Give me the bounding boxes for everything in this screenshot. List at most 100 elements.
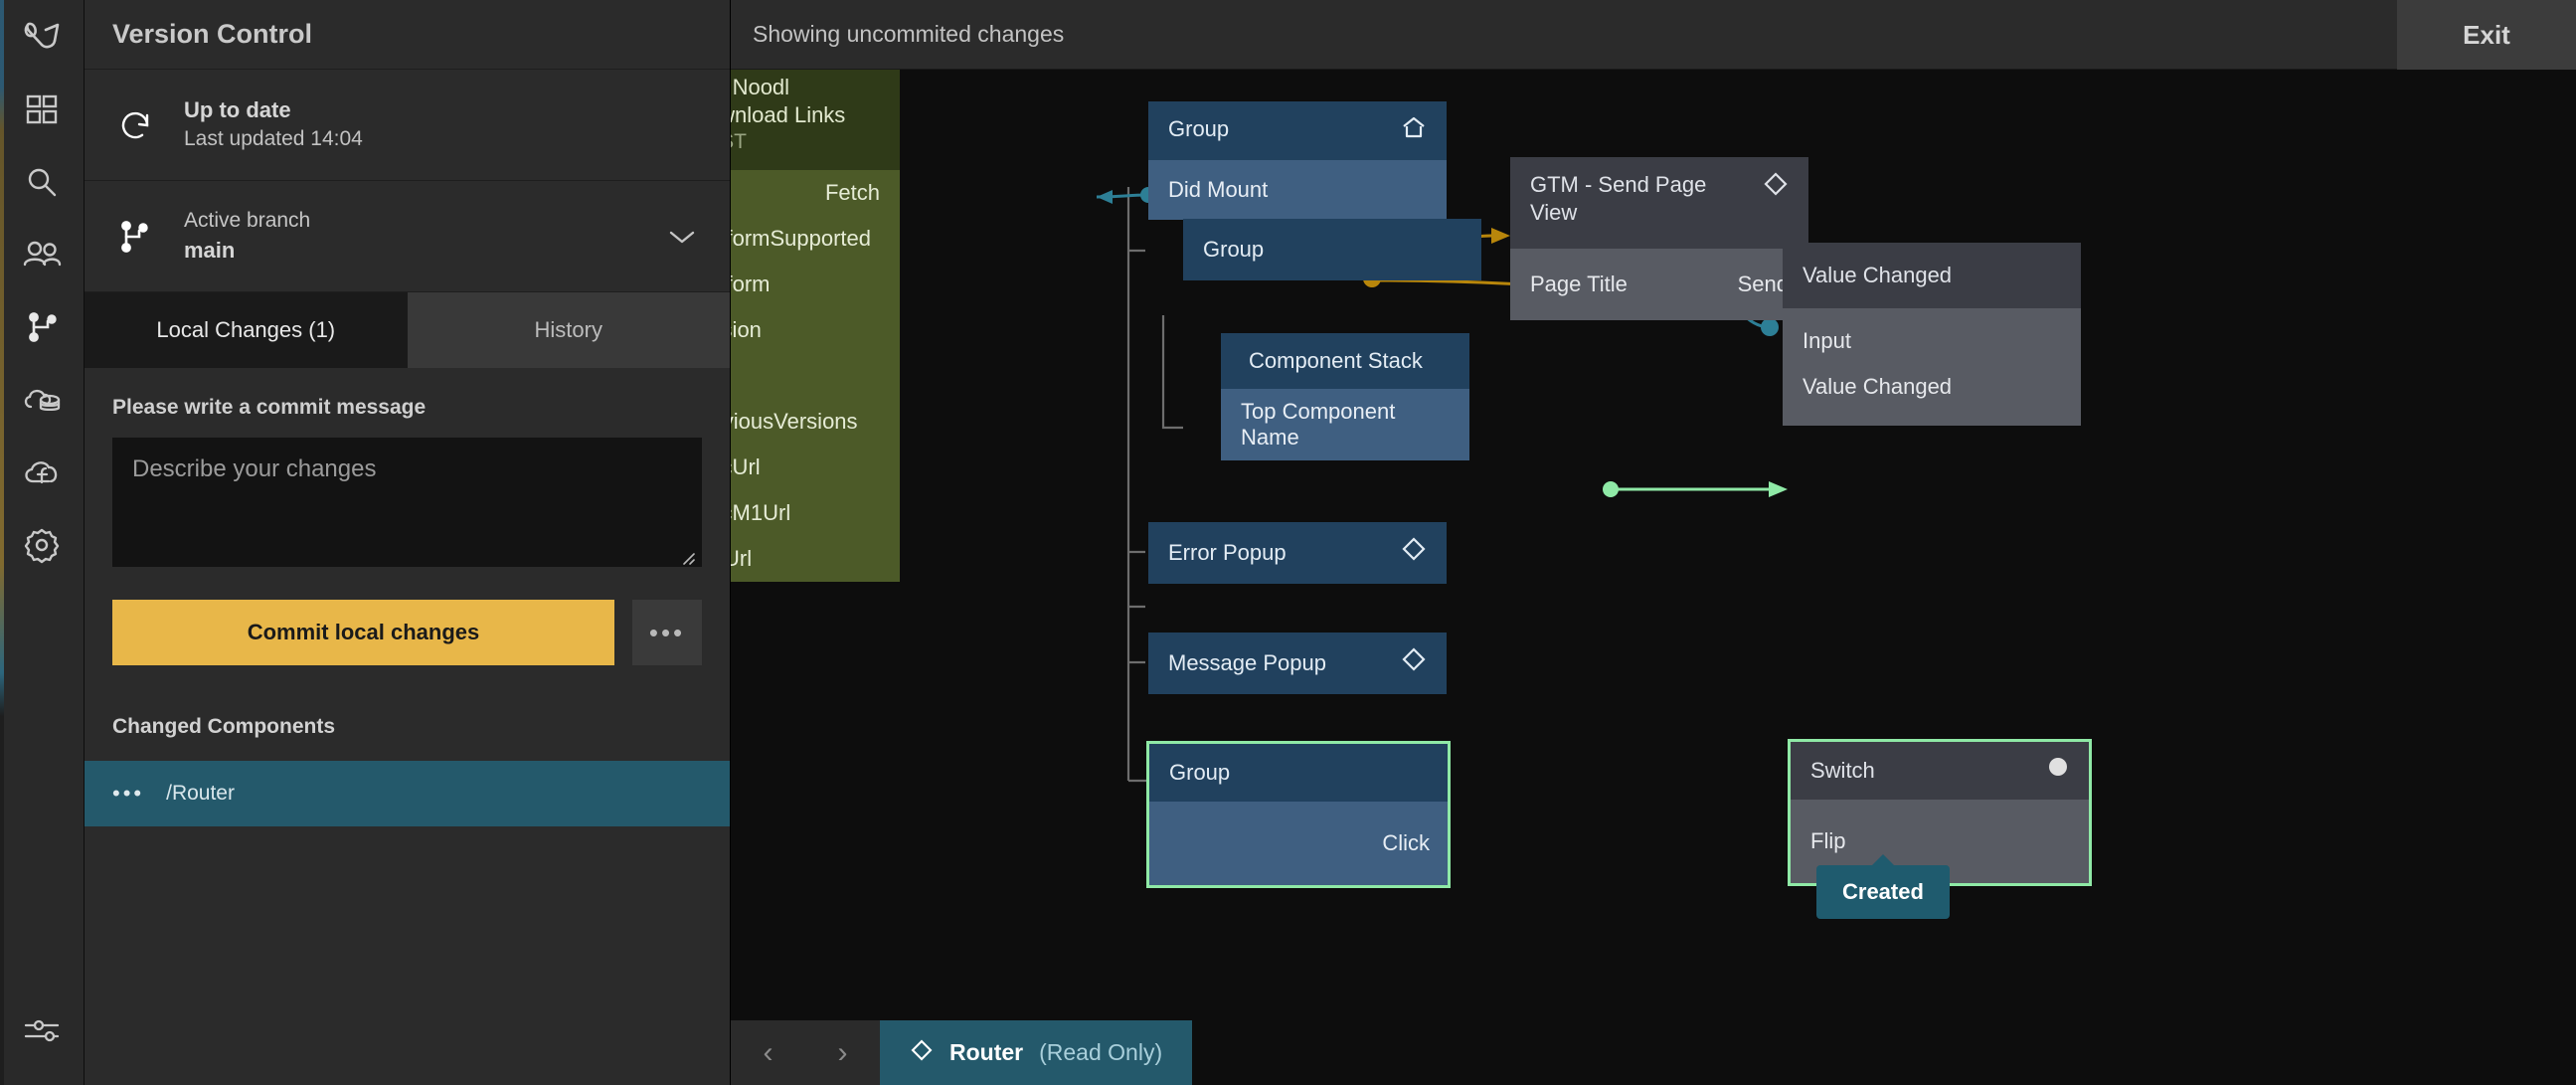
port-version[interactable]: version: [731, 317, 762, 343]
port-send[interactable]: Send: [1737, 271, 1789, 296]
active-branch-row[interactable]: Active branch main: [85, 181, 730, 292]
port-click[interactable]: Click: [1382, 830, 1430, 855]
node-group-click[interactable]: Group Click: [1146, 741, 1451, 888]
tab-history[interactable]: History: [407, 292, 730, 368]
panel-title: Version Control: [85, 0, 730, 70]
noodl-logo-icon[interactable]: [0, 0, 85, 73]
node-gtm-title: GTM - Send Page View: [1530, 172, 1707, 226]
diamond-icon: [1763, 171, 1789, 204]
diamond-icon: [1401, 536, 1427, 569]
nav-next-button[interactable]: ›: [837, 1035, 848, 1069]
node-switch[interactable]: Switch Flip: [1788, 739, 2092, 886]
rail-accent-strip: [0, 0, 4, 1085]
node-value-changed[interactable]: Value Changed Input Value Changed: [1783, 243, 2081, 426]
top-bar: Showing uncommited changes Exit: [731, 0, 2576, 70]
commit-area: Please write a commit message Commit loc…: [85, 368, 730, 693]
node-message-popup-header: Message Popup: [1148, 633, 1447, 694]
version-control-panel: Version Control Up to date Last updated …: [85, 0, 731, 1085]
port-macM1Url[interactable]: macM1Url: [731, 500, 791, 526]
commit-message-label: Please write a commit message: [112, 396, 427, 419]
node-message-popup-title: Message Popup: [1168, 649, 1326, 675]
switch-toggle-indicator-icon[interactable]: [2047, 756, 2069, 785]
node-rest-get-noodl-download-links[interactable]: Get Noodl Download Links REST Fetch plat…: [731, 70, 900, 583]
diamond-icon: [1401, 646, 1427, 679]
breadcrumb-name: Router: [949, 1039, 1024, 1065]
icon-rail: [0, 0, 85, 1085]
node-component-stack[interactable]: Component Stack Top Component Name: [1221, 333, 1469, 461]
diamond-icon: [910, 1038, 934, 1068]
main-area: Showing uncommited changes Exit: [731, 0, 2576, 1085]
panel-tabs: Local Changes (1) History: [85, 292, 730, 368]
port-page-title[interactable]: Page Title: [1530, 271, 1628, 296]
port-platformSupported[interactable]: platformSupported: [731, 226, 871, 252]
commit-local-changes-button[interactable]: Commit local changes: [112, 600, 614, 665]
git-branch-icon[interactable]: [0, 290, 85, 363]
node-component-stack-title: Component Stack: [1249, 348, 1423, 373]
breadcrumb-router[interactable]: Router (Read Only): [880, 1020, 1193, 1085]
tab-local-changes[interactable]: Local Changes (1): [85, 292, 408, 368]
port-input[interactable]: Input: [1803, 328, 1851, 353]
node-group-root[interactable]: Group Did Mount: [1148, 101, 1447, 221]
node-gtm-ports: Page Title Send: [1510, 249, 1808, 320]
node-error-popup-header: Error Popup: [1148, 522, 1447, 584]
node-message-popup[interactable]: Message Popup: [1148, 633, 1447, 694]
sync-status-subtitle: Last updated 14:04: [184, 127, 363, 151]
sync-status-row[interactable]: Up to date Last updated 14:04: [85, 70, 730, 181]
port-macUrl[interactable]: macUrl: [731, 454, 761, 480]
node-group-click-title: Group: [1169, 759, 1231, 785]
sliders-icon[interactable]: [0, 976, 85, 1085]
port-winUrl[interactable]: winUrl: [731, 546, 753, 572]
components-grid-icon[interactable]: [0, 73, 85, 145]
node-component-stack-body: Top Component Name: [1221, 389, 1469, 461]
nav-arrows: ‹ ›: [731, 1020, 880, 1085]
chevron-down-icon[interactable]: [662, 228, 702, 246]
cloud-data-icon[interactable]: [0, 363, 85, 436]
commit-message-input[interactable]: [112, 438, 702, 567]
node-graph-canvas[interactable]: GTM Page Title (gold data) --> Value Cha…: [731, 70, 2576, 1085]
nav-prev-button[interactable]: ‹: [763, 1035, 773, 1069]
port-value-changed-out[interactable]: Value Changed: [1803, 374, 1953, 399]
badge-arrow-icon: [1871, 854, 1894, 865]
commit-more-options-button[interactable]: •••: [632, 600, 702, 665]
node-group-root-title: Group: [1168, 116, 1230, 141]
node-gtm-send-page-view[interactable]: GTM - Send Page View Page Title Send: [1510, 157, 1808, 320]
node-group-root-body: Did Mount: [1148, 160, 1447, 221]
settings-gear-icon[interactable]: [0, 508, 85, 581]
changed-components-heading: Changed Components: [112, 715, 335, 738]
port-url[interactable]: url: [731, 353, 900, 399]
exit-button[interactable]: Exit: [2397, 0, 2576, 70]
node-rest-header: Get Noodl Download Links REST: [731, 70, 900, 171]
active-branch-value: main: [184, 237, 236, 263]
node-value-changed-body: Input Value Changed: [1783, 308, 2081, 426]
node-value-changed-title: Value Changed: [1803, 262, 1953, 287]
node-error-popup[interactable]: Error Popup: [1148, 522, 1447, 584]
row-more-icon[interactable]: •••: [112, 781, 145, 806]
node-rest-body: Fetch platformSupported platform version…: [731, 170, 900, 583]
port-platform[interactable]: platform: [731, 271, 771, 297]
node-group-click-body: Click: [1149, 802, 1448, 885]
refresh-icon[interactable]: [112, 105, 158, 145]
node-group-child[interactable]: Group: [1183, 219, 1481, 280]
created-badge: Created: [1816, 854, 1950, 919]
commit-input-wrapper: [112, 438, 702, 572]
port-top-component-name[interactable]: Top Component Name: [1241, 399, 1396, 451]
changed-component-path: /Router: [166, 782, 235, 805]
cloud-functions-icon[interactable]: [0, 436, 85, 508]
git-branch-icon: [112, 217, 158, 257]
users-icon[interactable]: [0, 218, 85, 290]
home-icon: [1401, 115, 1427, 146]
node-switch-header: Switch: [1791, 742, 2089, 800]
port-fetch[interactable]: Fetch: [824, 180, 880, 206]
bottom-bar: ‹ › Router (Read Only): [731, 1020, 2576, 1085]
node-component-stack-header: Component Stack: [1221, 333, 1469, 390]
node-gtm-body: Page Title Send: [1510, 249, 1808, 320]
port-flip[interactable]: Flip: [1810, 828, 1846, 853]
active-branch-label: Active branch: [184, 209, 311, 233]
changed-component-row[interactable]: ••• /Router: [85, 761, 730, 826]
node-error-popup-title: Error Popup: [1168, 539, 1287, 565]
search-icon[interactable]: [0, 145, 85, 218]
port-did-mount[interactable]: Did Mount: [1168, 177, 1269, 203]
port-previousVersions[interactable]: previousVersions: [731, 409, 858, 435]
sync-status-title: Up to date: [184, 97, 291, 123]
